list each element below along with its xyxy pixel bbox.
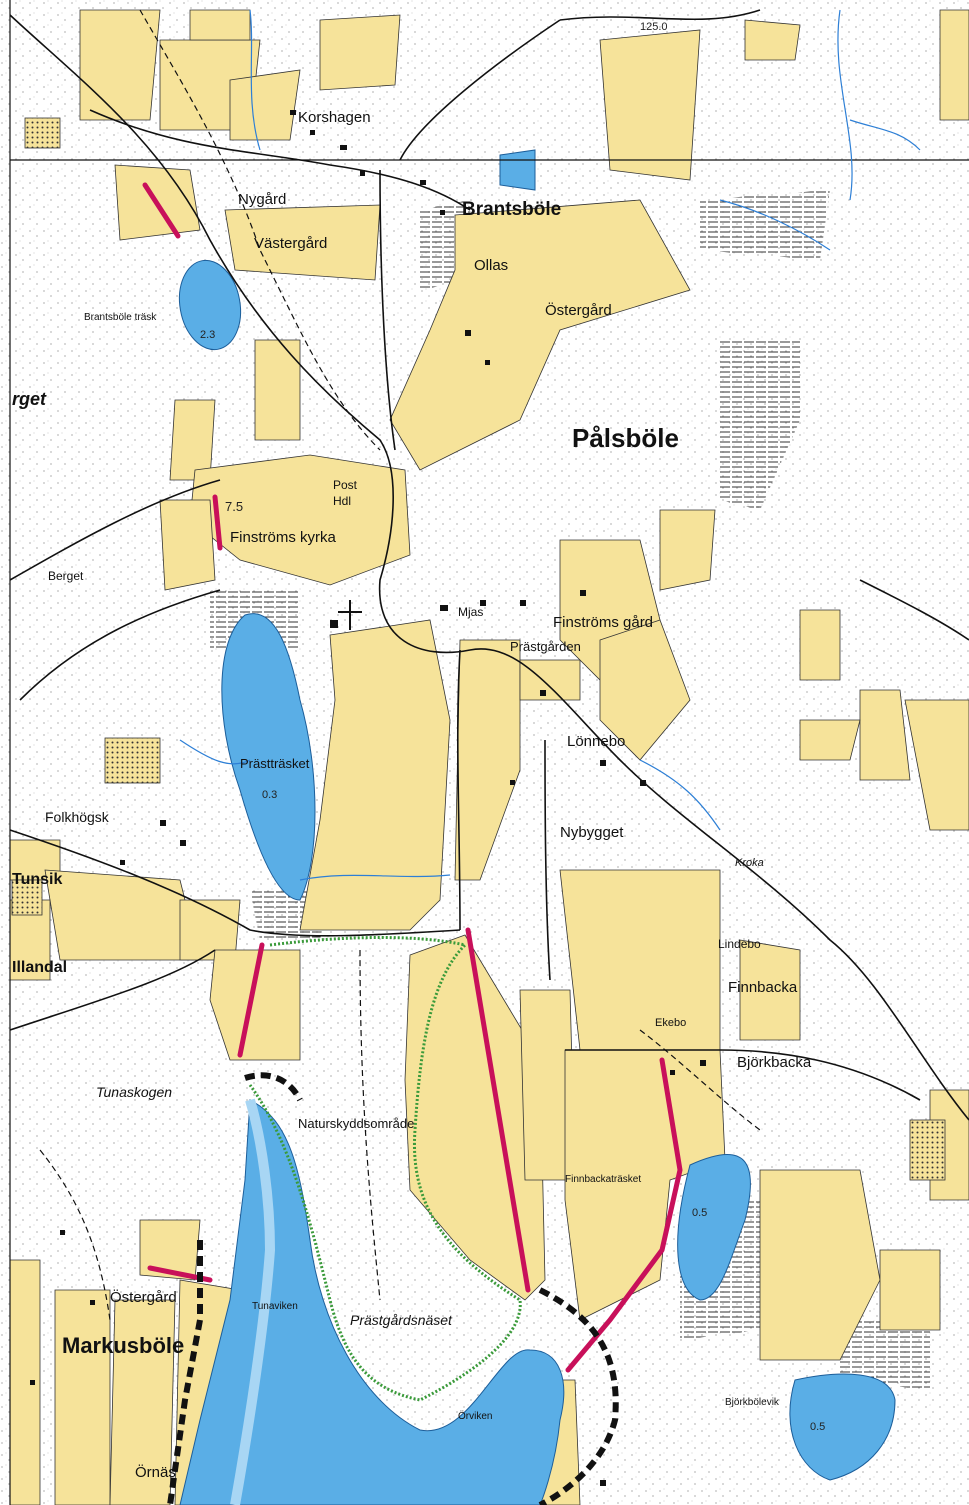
- label-finnbacka: Finnbacka: [728, 979, 798, 996]
- label-prasttrasket: Prästträsket: [240, 756, 310, 771]
- label-nygard: Nygård: [238, 191, 287, 208]
- nature-reserve-boundary: [248, 936, 522, 1402]
- water: [178, 149, 896, 1505]
- shoreline: [230, 1098, 276, 1505]
- depth-0-5-bjorkbolevik: 0.5: [810, 1421, 826, 1433]
- church-cross-icon: [338, 600, 362, 630]
- label-lindebo: Lindebo: [718, 937, 761, 951]
- label-mjas: Mjas: [458, 605, 484, 619]
- label-orviken: Örviken: [458, 1411, 493, 1422]
- label-nybygget: Nybygget: [560, 824, 624, 841]
- label-lonnebo: Lönnebo: [567, 733, 626, 750]
- label-brantsbole: Brantsböle: [462, 199, 562, 220]
- depth-0-5-finnbacka: 0.5: [692, 1207, 708, 1219]
- label-ostergard-north: Östergård: [545, 302, 612, 319]
- label-kroka: Kroka: [735, 857, 764, 869]
- label-ekebo: Ekebo: [655, 1017, 687, 1029]
- label-prastgardsnaset: Prästgårdsnäset: [350, 1312, 452, 1328]
- label-finstroms-gard: Finströms gård: [553, 614, 654, 631]
- label-bjorkbolevik: Björkbölevik: [725, 1397, 779, 1408]
- depth-2-3: 2.3: [200, 329, 216, 341]
- footpaths: [39, 9, 761, 1321]
- roads: [9, 9, 969, 1121]
- label-finstroms-kyrka: Finströms kyrka: [230, 529, 336, 546]
- gardens: [11, 117, 946, 1181]
- label-brantsbole-trask: Brantsböle träsk: [84, 312, 157, 323]
- label-vastergard: Västergård: [254, 235, 328, 252]
- label-ollas: Ollas: [474, 257, 509, 274]
- label-prastgarden: Prästgården: [510, 639, 581, 654]
- label-markusbole: Markusböle: [62, 1333, 185, 1358]
- label-berget: rget: [12, 389, 47, 409]
- label-illandal: Illandal: [12, 959, 68, 976]
- label-folkhogsk: Folkhögsk: [45, 809, 109, 825]
- buildings: [30, 110, 706, 1486]
- existing-route: [167, 1072, 619, 1505]
- label-tunaskogen: Tunaskogen: [96, 1084, 173, 1100]
- label-palsbole: Pålsböle: [572, 423, 679, 453]
- elevation-7-5: 7.5: [225, 499, 244, 514]
- fields: [9, 9, 969, 1505]
- grid-lines: [9, 0, 969, 1505]
- label-naturskyddsomrade: Naturskyddsområde: [298, 1116, 415, 1131]
- label-bjorkbacka: Björkbacka: [737, 1054, 812, 1071]
- streams: [179, 9, 921, 881]
- label-tunsik: Tunsik: [12, 871, 63, 888]
- label-korshagen: Korshagen: [298, 109, 371, 126]
- label-tunaviken: Tunaviken: [252, 1301, 298, 1312]
- elevation-125: 125.0: [640, 21, 668, 33]
- depth-0-3: 0.3: [262, 789, 278, 801]
- label-finnbackatrasket: Finnbackaträsket: [565, 1174, 642, 1185]
- label-berg: Berget: [48, 569, 84, 583]
- label-post-hdl: Post Hdl: [333, 478, 358, 508]
- label-ormas: Örnäs: [135, 1464, 176, 1481]
- label-ostergard-south: Östergård: [110, 1289, 177, 1306]
